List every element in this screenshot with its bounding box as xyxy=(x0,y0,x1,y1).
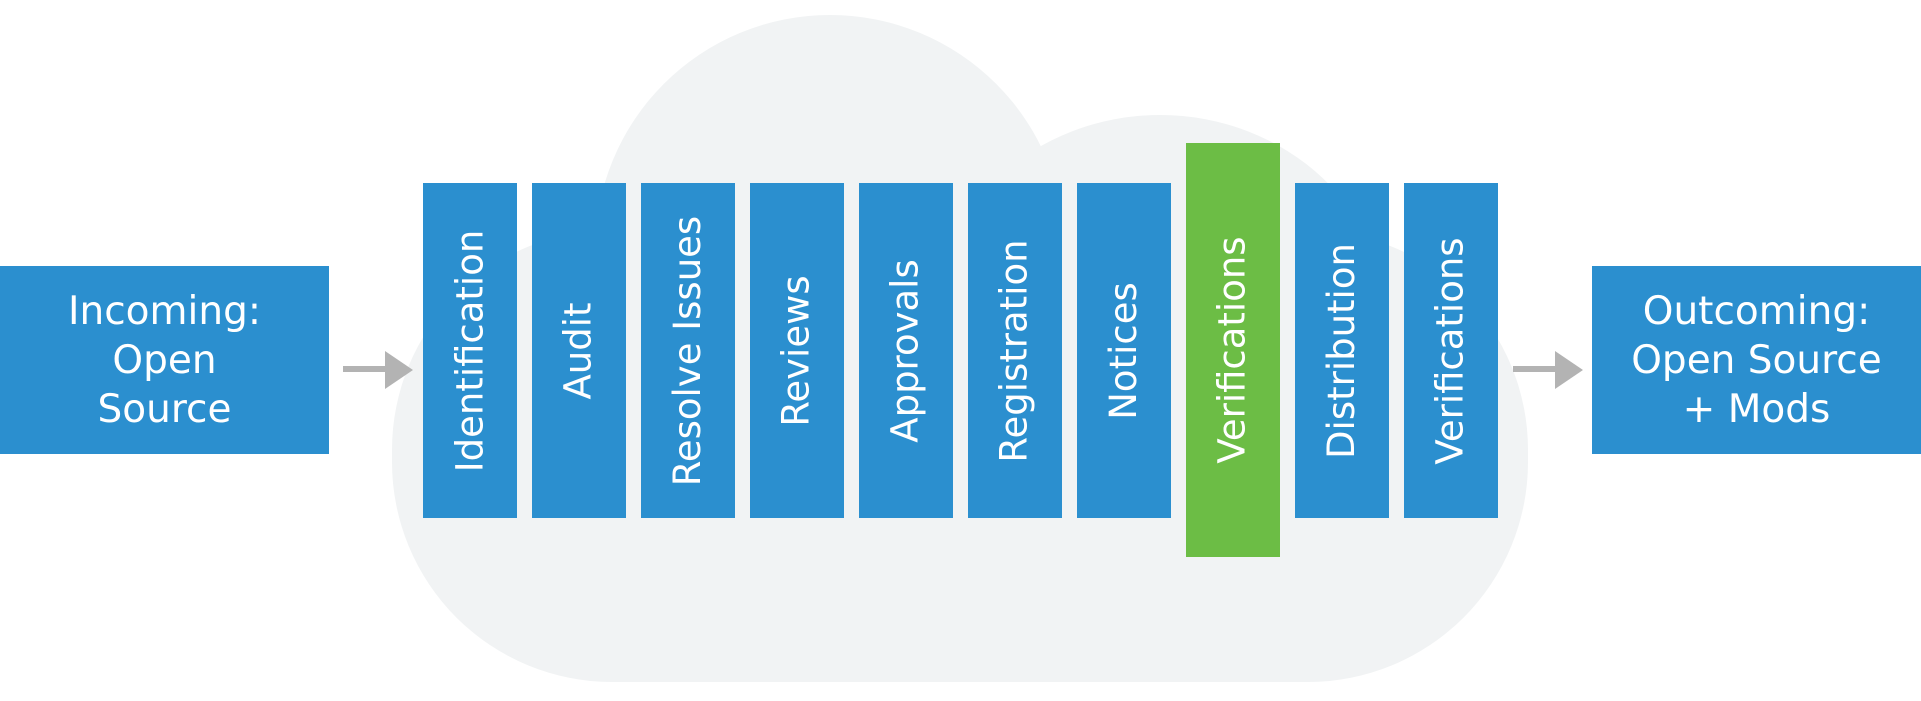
outgoing-label: Outcoming: Open Source + Mods xyxy=(1617,287,1897,434)
stage-reviews: Reviews xyxy=(750,183,844,518)
stage-audit: Audit xyxy=(532,183,626,518)
stage-notices: Notices xyxy=(1077,183,1171,518)
outgoing-line-3: + Mods xyxy=(1682,386,1831,432)
incoming-label: Incoming: Open Source xyxy=(25,287,305,434)
outgoing-line-2: Open Source xyxy=(1631,337,1882,383)
stage-label: Distribution xyxy=(1320,242,1364,459)
outgoing-source-box: Outcoming: Open Source + Mods xyxy=(1592,266,1921,454)
stage-verifications-highlighted: Verifications xyxy=(1186,143,1280,557)
stage-label: Audit xyxy=(557,301,601,400)
stage-resolve-issues: Resolve Issues xyxy=(641,183,735,518)
stage-registration: Registration xyxy=(968,183,1062,518)
arrow-right-icon xyxy=(1513,351,1583,389)
arrow-right-icon xyxy=(343,351,413,389)
stage-label: Approvals xyxy=(884,258,928,443)
stage-label: Identification xyxy=(448,229,492,472)
stage-identification: Identification xyxy=(423,183,517,518)
stage-label: Reviews xyxy=(775,274,819,427)
incoming-line-1: Incoming: xyxy=(68,288,261,334)
stage-distribution: Distribution xyxy=(1295,183,1389,518)
stage-label: Verifications xyxy=(1429,236,1473,465)
incoming-line-2: Open xyxy=(112,337,217,383)
stage-label: Registration xyxy=(993,238,1036,463)
stage-label: Resolve Issues xyxy=(666,215,710,486)
stage-approvals: Approvals xyxy=(859,183,953,518)
incoming-source-box: Incoming: Open Source xyxy=(0,266,329,454)
stage-verifications-final: Verifications xyxy=(1404,183,1498,518)
outgoing-line-1: Outcoming: xyxy=(1642,288,1871,334)
incoming-line-3: Source xyxy=(97,386,232,432)
stage-label: Notices xyxy=(1102,281,1145,420)
stage-label: Verifications xyxy=(1211,236,1255,464)
